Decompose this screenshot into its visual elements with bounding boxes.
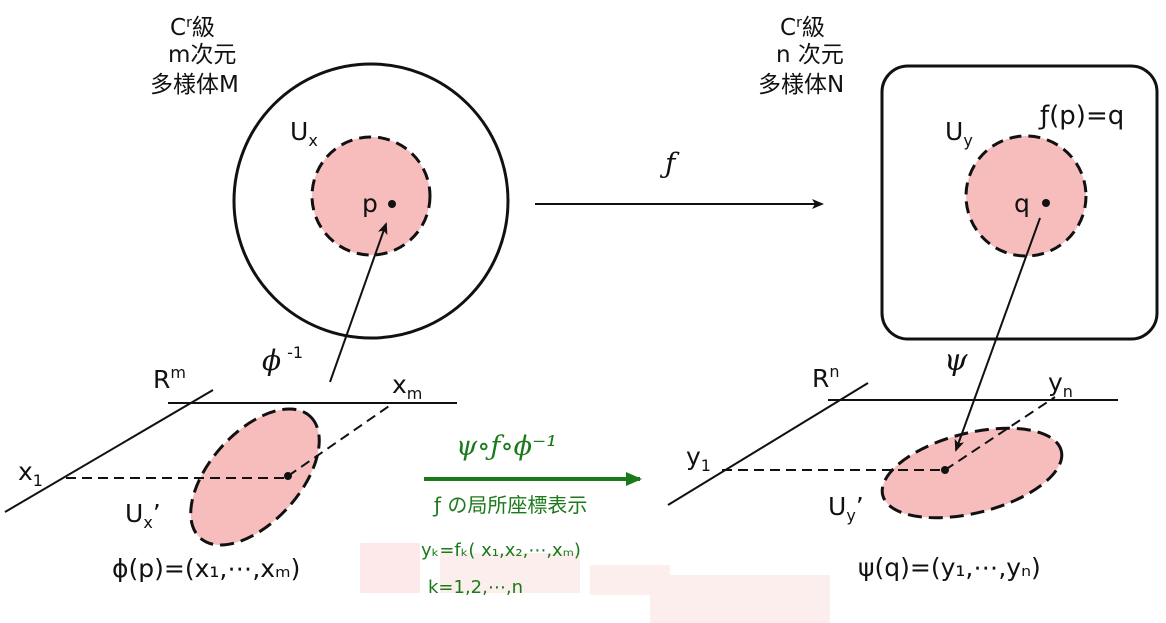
manifold-m-dimension: m次元 [168,42,236,68]
neighborhood-ux-label: Ux [290,117,318,150]
point-q-label: q [1014,189,1030,218]
neighborhood-uy-label: Uy [945,117,973,150]
neighborhood-ux [310,135,432,257]
local-rep-caption: ƒ の局所座標表示 [432,493,587,517]
axis-y1-label: y1 [686,442,711,475]
manifold-n-smoothness: Cr級 [780,15,825,41]
ghost-rect-1 [360,543,420,593]
region-ux-prime [189,407,321,547]
image-fp-label: ƒ(p)=q [1038,101,1124,131]
manifold-n-dimension: n 次元 [776,42,844,68]
region-uy-prime [880,426,1064,520]
neighborhood-uy [964,134,1088,258]
axis-xm-label: xm [392,370,422,403]
manifold-m-smoothness: Cr級 [170,15,215,41]
point-psi-q [941,466,949,474]
manifold-n-box [880,64,1159,341]
phi-inverse-arrow [329,222,388,383]
coord-dash-yn [944,396,1056,471]
region-uy-prime-label: Uy’ [828,492,864,525]
manifold-n-name: 多様体N [758,72,844,98]
manifold-m-name: 多様体M [150,72,239,98]
axis-x1-label: x1 [18,457,43,490]
coords-phi-p: ϕ(p)=(x₁,⋯,xₘ) [112,554,300,583]
psi-label: ψ [944,343,968,378]
point-q [1042,199,1050,207]
local-rep-formula: yₖ=fₖ( x₁,x₂,⋯,xₘ) [421,540,581,561]
manifold-m-circle [232,62,510,340]
axis-y1 [667,382,869,506]
point-p-label: p [362,189,378,218]
map-f-label: ƒ [659,147,680,180]
phi-inverse-label: ϕ-1 [262,343,303,377]
coords-psi-q: ψ(q)=(y₁,⋯,yₙ) [858,553,1041,582]
coord-dash-xm [287,403,393,477]
space-rn-label: Rn [812,362,840,393]
ghost-rect-2 [440,553,580,593]
region-ux-prime-label: Ux’ [125,499,161,532]
axis-yn-label: yn [1048,368,1073,401]
point-phi-p [284,472,292,480]
composition-label: ψ∘ƒ∘ϕ⁻¹ [456,431,557,462]
psi-arrow [954,217,1041,452]
ghost-rect-4 [650,575,830,623]
axis-x1 [4,389,214,513]
point-p [388,200,396,208]
local-rep-index-range: k=1,2,⋯,n [428,577,523,598]
space-rm-label: Rm [153,363,186,394]
